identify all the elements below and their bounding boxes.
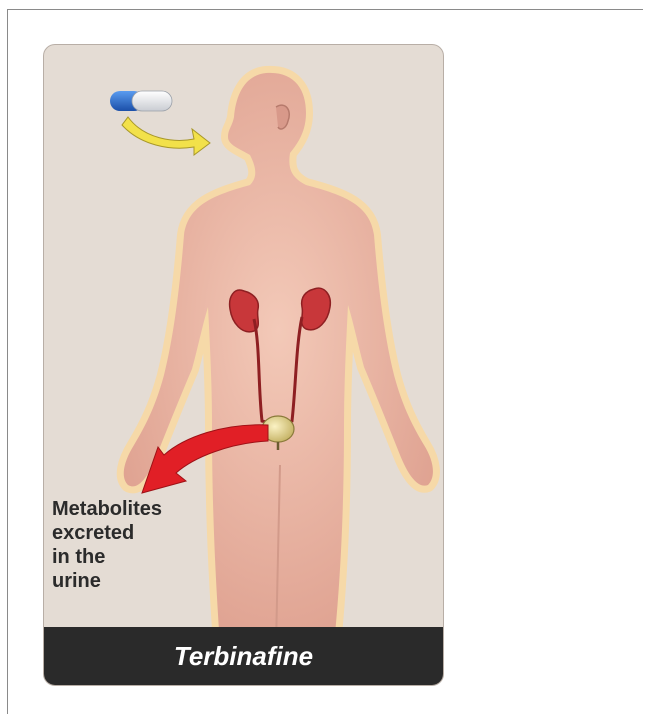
- caption-line-4: urine: [52, 569, 222, 593]
- drug-name: Terbinafine: [174, 641, 313, 672]
- ingestion-arrow-icon: [122, 117, 210, 155]
- caption-line-1: Metabolites: [52, 497, 222, 521]
- drug-card: Metabolites excreted in the urine Terbin…: [43, 44, 444, 686]
- caption-line-3: in the: [52, 545, 222, 569]
- drug-name-banner: Terbinafine: [44, 627, 443, 685]
- capsule-icon: [110, 91, 172, 111]
- excretion-caption: Metabolites excreted in the urine: [52, 497, 222, 593]
- caption-line-2: excreted: [52, 521, 222, 545]
